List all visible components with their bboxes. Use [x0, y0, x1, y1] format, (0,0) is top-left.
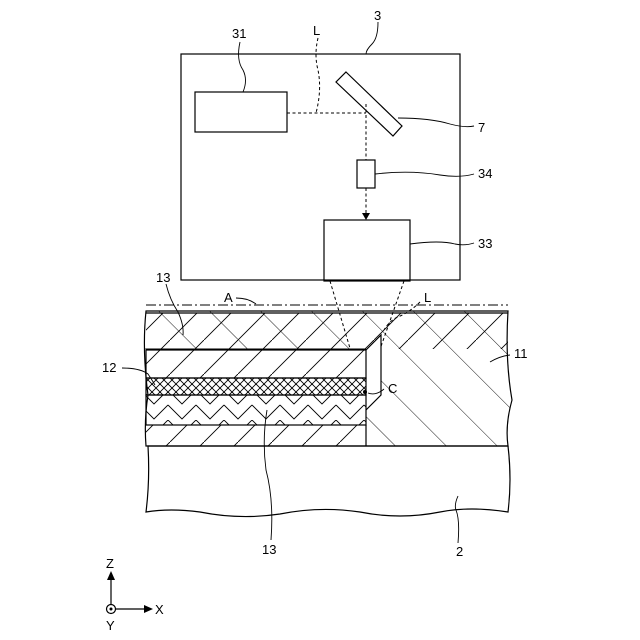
light-source-box: [195, 92, 287, 132]
element-34: [357, 160, 375, 188]
label-L-lower: L: [424, 290, 431, 305]
label-13-top: 13: [156, 270, 170, 285]
layer-13-lower-band: [146, 425, 366, 446]
z-axis-arrow: [107, 571, 115, 580]
axis-label-y: Y: [106, 618, 115, 633]
layer-13-bottom: [146, 395, 366, 425]
label-13-bottom: 13: [262, 542, 276, 557]
light-L-lead: [316, 38, 320, 113]
element-33: [324, 220, 410, 281]
leader-34: [375, 172, 474, 176]
arrow-head-down: [362, 213, 370, 220]
leader-2: [455, 496, 458, 543]
label-33: 33: [478, 236, 492, 251]
label-12: 12: [102, 360, 116, 375]
device-housing: [181, 54, 460, 280]
label-A: A: [224, 290, 233, 305]
point-c-marker: [363, 390, 367, 394]
label-3: 3: [374, 8, 381, 23]
label-34: 34: [478, 166, 492, 181]
leader-7: [398, 118, 474, 127]
y-axis-dot: [110, 608, 113, 611]
axis-label-x: X: [155, 602, 164, 617]
leader-a: [236, 298, 256, 304]
label-L-top: L: [313, 23, 320, 38]
layer-11-top-band: [146, 313, 508, 349]
label-31: 31: [232, 26, 246, 41]
leader-3: [366, 22, 378, 54]
label-7: 7: [478, 120, 485, 135]
layer-12: [146, 378, 366, 395]
leader-31: [239, 42, 246, 92]
leader-33: [410, 242, 474, 245]
x-axis-arrow: [144, 605, 153, 613]
label-11: 11: [514, 346, 528, 361]
label-C: C: [388, 381, 397, 396]
mirror: [336, 72, 402, 136]
axis-label-z: Z: [106, 556, 114, 571]
label-2: 2: [456, 544, 463, 559]
layer-13-top: [146, 350, 366, 378]
